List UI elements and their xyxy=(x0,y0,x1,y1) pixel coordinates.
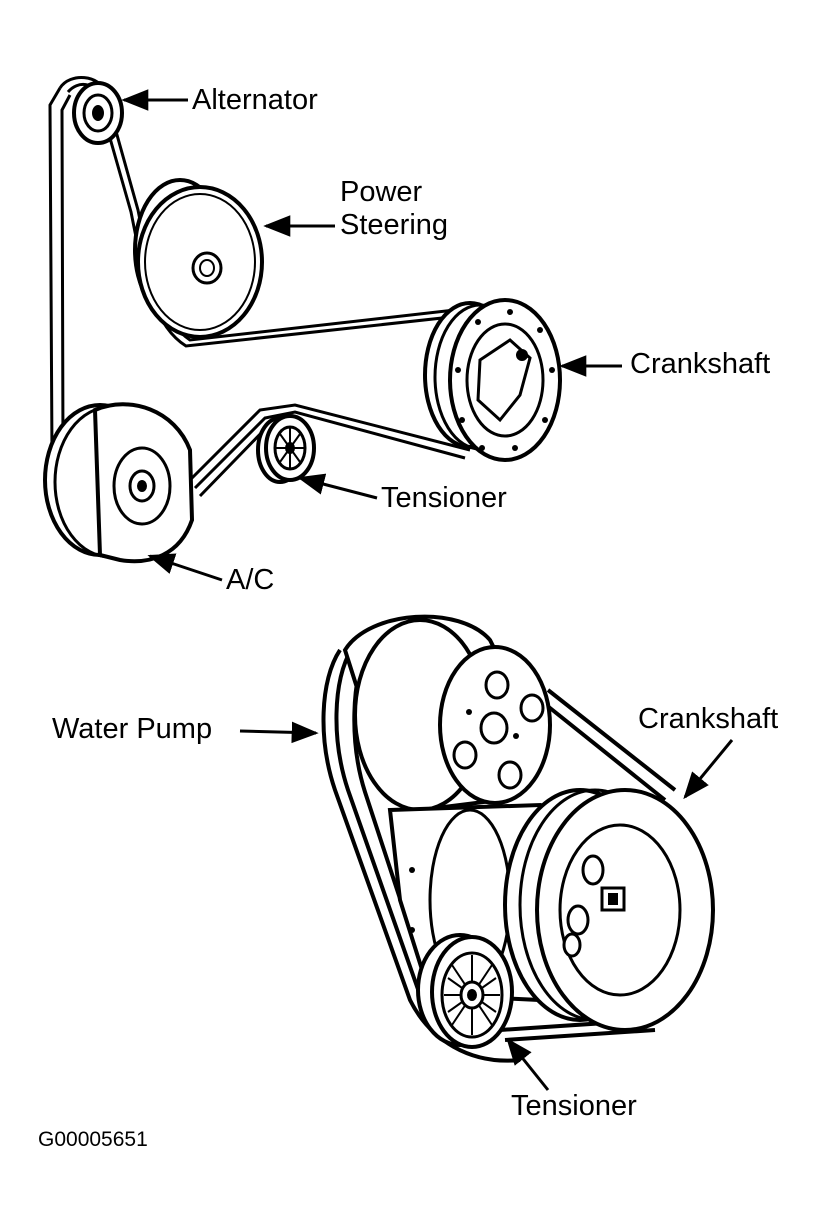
label-water-pump: Water Pump xyxy=(52,713,213,745)
tensioner-pulley-top xyxy=(256,414,316,484)
power-steering-pulley xyxy=(133,178,264,339)
alternator-pulley xyxy=(72,81,124,145)
crankshaft-pulley-bottom xyxy=(503,788,715,1032)
top-serpentine-diagram xyxy=(43,75,622,582)
label-alternator: Alternator xyxy=(192,84,318,116)
ac-pulley xyxy=(43,402,195,564)
water-pump-pulley xyxy=(342,614,552,813)
bottom-serpentine-diagram xyxy=(239,614,734,1091)
label-tensioner-top: Tensioner xyxy=(381,482,507,514)
figure-id: G00005651 xyxy=(38,1128,148,1151)
label-ac: A/C xyxy=(226,564,275,596)
tensioner-pulley-bottom xyxy=(416,933,514,1049)
top-leader-lines xyxy=(121,89,622,582)
bottom-leader-lines xyxy=(239,721,734,1091)
label-power: Power xyxy=(340,176,423,208)
label-crankshaft-top: Crankshaft xyxy=(630,348,771,380)
crankshaft-pulley-top xyxy=(423,298,562,462)
label-steering: Steering xyxy=(340,209,449,241)
label-tensioner-bottom: Tensioner xyxy=(511,1090,637,1122)
label-crankshaft-bottom: Crankshaft xyxy=(638,703,779,735)
